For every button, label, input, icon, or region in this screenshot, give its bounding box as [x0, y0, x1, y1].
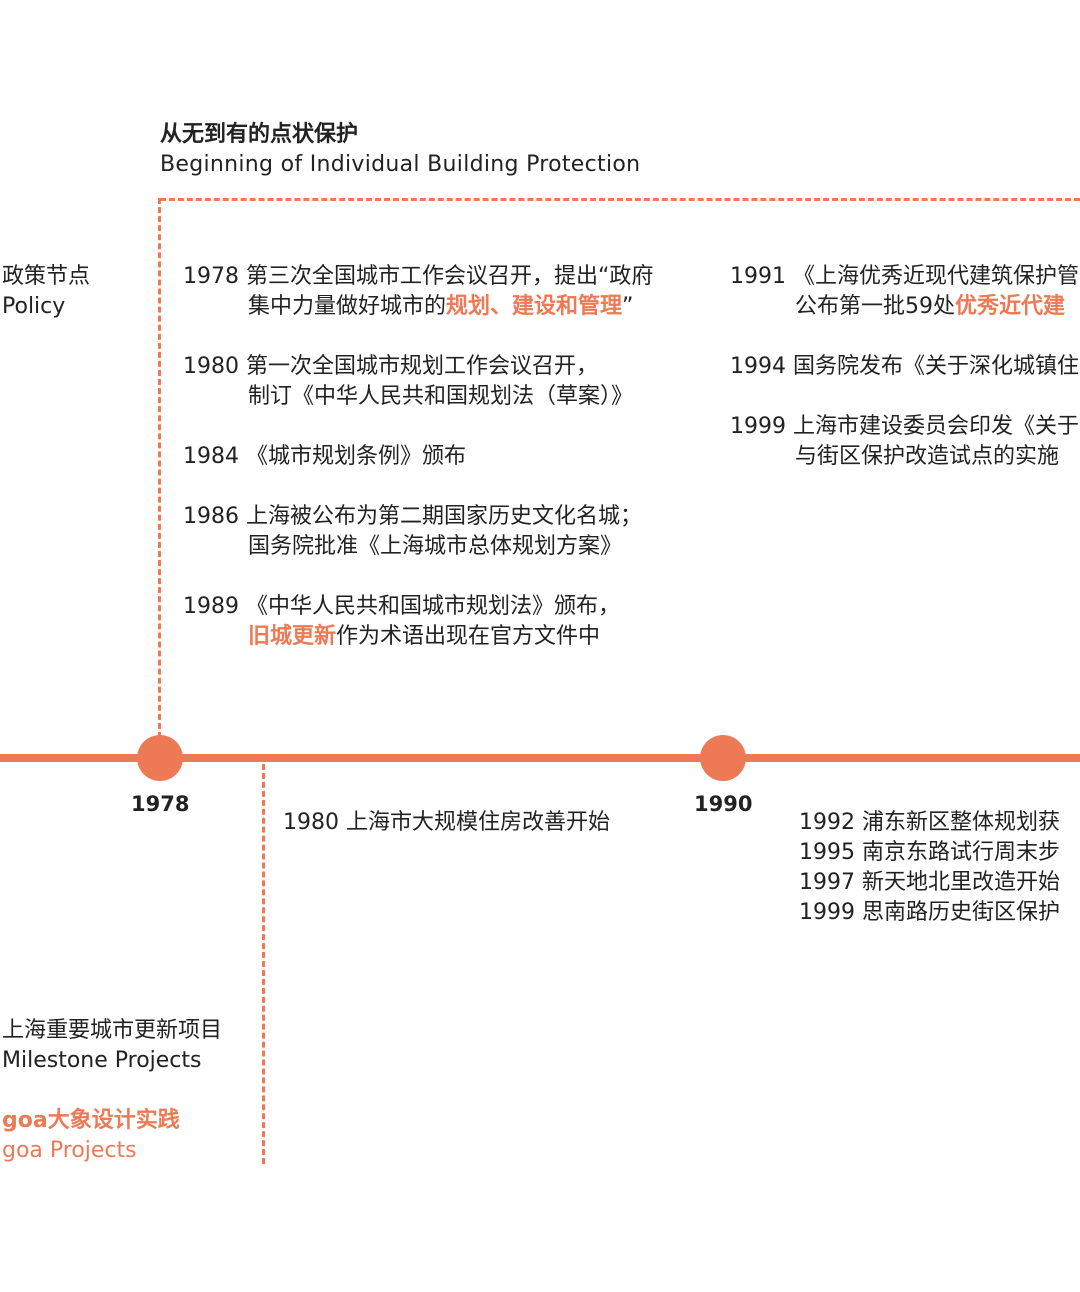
policy-event-highlight: 优秀近代建 [955, 294, 1066, 319]
row-label-milestone-en: Milestone Projects [2, 1048, 202, 1073]
timeline-axis [0, 754, 1080, 762]
policy-event-year: 1991 [730, 264, 793, 289]
milestone-project-text: 上海市大规模住房改善开始 [345, 810, 610, 835]
section-title-zh: 从无到有的点状保护 [160, 122, 359, 147]
policy-event-line2: 与街区保护改造试点的实施 [730, 442, 1079, 472]
policy-event-text: 《中华人民共和国城市规划法》颁布， [245, 594, 620, 619]
row-label-milestone-zh: 上海重要城市更新项目 [2, 1018, 223, 1043]
milestone-project: 1997 新天地北里改造开始 [799, 868, 1060, 898]
policy-event-text: 公布第一批59处 [795, 294, 955, 319]
policy-event: 1984 《城市规划条例》颁布 [183, 442, 653, 472]
policy-event-text: 国务院批准《上海城市总体规划方案》 [248, 534, 623, 559]
row-label-policy-en: Policy [2, 294, 66, 319]
milestone-project: 1999 思南路历史街区保护 [799, 898, 1060, 928]
policy-event-text: 集中力量做好城市的 [248, 294, 447, 319]
period-frame-top [160, 198, 1080, 201]
policy-event: 1986 上海被公布为第二期国家历史文化名城；国务院批准《上海城市总体规划方案》 [183, 502, 653, 562]
section-heading: 从无到有的点状保护 Beginning of Individual Buildi… [160, 120, 640, 180]
policy-event-line1: 1978 第三次全国城市工作会议召开，提出“政府 [183, 262, 653, 292]
row-label-goa: goa大象设计实践 goa Projects [2, 1106, 180, 1166]
policy-event-line2: 国务院批准《上海城市总体规划方案》 [183, 532, 653, 562]
policy-event: 1994 国务院发布《关于深化城镇住 [730, 352, 1079, 382]
milestone-project-year: 1992 [799, 810, 862, 835]
policy-event-text: 制订《中华人民共和国规划法（草案）》 [248, 384, 634, 409]
row-label-milestone: 上海重要城市更新项目 Milestone Projects [2, 1016, 222, 1076]
policy-event-text: 《上海优秀近现代建筑保护管 [792, 264, 1079, 289]
section-title-en: Beginning of Individual Building Protect… [160, 152, 641, 177]
policy-event: 1991 《上海优秀近现代建筑保护管公布第一批59处优秀近代建 [730, 262, 1079, 322]
policy-event-line1: 1989 《中华人民共和国城市规划法》颁布， [183, 592, 653, 622]
policy-event-text: ” [622, 294, 634, 319]
policy-event-text: 第一次全国城市规划工作会议召开， [245, 354, 598, 379]
policy-event-line1: 1999 上海市建设委员会印发《关于 [730, 412, 1079, 442]
policy-event-year: 1978 [183, 264, 246, 289]
policy-event: 1978 第三次全国城市工作会议召开，提出“政府集中力量做好城市的规划、建设和管… [183, 262, 653, 322]
milestone-project-text: 南京东路试行周末步 [861, 840, 1060, 865]
milestone-project: 1995 南京东路试行周末步 [799, 838, 1060, 868]
milestone-project-text: 思南路历史街区保护 [861, 900, 1060, 925]
period-frame-left [158, 198, 161, 738]
timeline-node-1990 [700, 735, 746, 781]
policy-events-left: 1978 第三次全国城市工作会议召开，提出“政府集中力量做好城市的规划、建设和管… [183, 262, 653, 682]
policy-event-text: 上海被公布为第二期国家历史文化名城； [245, 504, 642, 529]
policy-event: 1999 上海市建设委员会印发《关于与街区保护改造试点的实施 [730, 412, 1079, 472]
policy-event-line2: 旧城更新作为术语出现在官方文件中 [183, 622, 653, 652]
projects-left: 1980 上海市大规模住房改善开始 [283, 808, 610, 838]
milestone-project: 1992 浦东新区整体规划获 [799, 808, 1060, 838]
policy-event-highlight: 旧城更新 [248, 624, 337, 649]
policy-event-year: 1989 [183, 594, 246, 619]
row-label-policy: 政策节点 Policy [2, 262, 90, 322]
milestone-divider [262, 764, 265, 1164]
milestone-project-year: 1980 [283, 810, 346, 835]
policy-event-year: 1999 [730, 414, 793, 439]
policy-event-text: 与街区保护改造试点的实施 [795, 444, 1060, 469]
policy-event-text: 上海市建设委员会印发《关于 [792, 414, 1079, 439]
policy-event-year: 1984 [183, 444, 246, 469]
row-label-goa-zh: goa大象设计实践 [2, 1108, 180, 1133]
policy-event-text: 《城市规划条例》颁布 [245, 444, 466, 469]
policy-event-year: 1980 [183, 354, 246, 379]
row-label-policy-zh: 政策节点 [2, 264, 91, 289]
policy-event-line1: 1984 《城市规划条例》颁布 [183, 442, 653, 472]
policy-event-line1: 1980 第一次全国城市规划工作会议召开， [183, 352, 653, 382]
policy-event-line1: 1986 上海被公布为第二期国家历史文化名城； [183, 502, 653, 532]
timeline-node-1978 [137, 735, 183, 781]
policy-event-line1: 1991 《上海优秀近现代建筑保护管 [730, 262, 1079, 292]
milestone-project: 1980 上海市大规模住房改善开始 [283, 808, 610, 838]
policy-event-line2: 制订《中华人民共和国规划法（草案）》 [183, 382, 653, 412]
milestone-project-text: 新天地北里改造开始 [861, 870, 1060, 895]
policy-event-line1: 1994 国务院发布《关于深化城镇住 [730, 352, 1079, 382]
policy-event: 1980 第一次全国城市规划工作会议召开，制订《中华人民共和国规划法（草案）》 [183, 352, 653, 412]
policy-event-text: 国务院发布《关于深化城镇住 [792, 354, 1079, 379]
milestone-project-year: 1997 [799, 870, 862, 895]
policy-event-year: 1994 [730, 354, 793, 379]
policy-event-text: 第三次全国城市工作会议召开，提出“政府 [245, 264, 654, 289]
policy-event-line2: 集中力量做好城市的规划、建设和管理” [183, 292, 653, 322]
row-label-goa-en: goa Projects [2, 1138, 137, 1163]
policy-event-text: 作为术语出现在官方文件中 [336, 624, 601, 649]
policy-event-highlight: 规划、建设和管理 [446, 294, 623, 319]
milestone-project-year: 1995 [799, 840, 862, 865]
policy-event: 1989 《中华人民共和国城市规划法》颁布，旧城更新作为术语出现在官方文件中 [183, 592, 653, 652]
milestone-project-year: 1999 [799, 900, 862, 925]
timeline-year-1978: 1978 [131, 792, 190, 816]
milestone-project-text: 浦东新区整体规划获 [861, 810, 1060, 835]
policy-event-year: 1986 [183, 504, 246, 529]
policy-event-line2: 公布第一批59处优秀近代建 [730, 292, 1079, 322]
timeline-year-1990: 1990 [694, 792, 753, 816]
